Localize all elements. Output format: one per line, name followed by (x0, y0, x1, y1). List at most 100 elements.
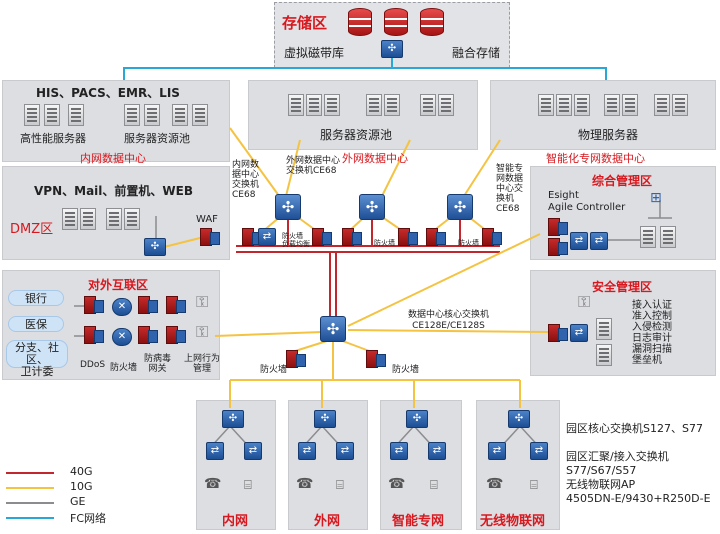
network-topology-icon: ⊞ (650, 190, 662, 206)
fw-lb-label: 防火墙 负载均衡 (282, 232, 310, 248)
legend-swatch-fc (6, 517, 54, 519)
server-icon (604, 94, 620, 116)
firewall-icon (398, 228, 418, 246)
server-icon (192, 104, 208, 126)
extranet-dc-switch-icon: ✣ (359, 194, 385, 220)
firewall-icon (482, 228, 502, 246)
extranet-pool-label: 服务器资源池 (320, 128, 393, 142)
campus-core-switch-icon: ✣ (314, 410, 336, 428)
core-firewall-left-label: 防火墙 (260, 365, 288, 375)
server-icon (80, 208, 96, 230)
smart-dc-title: 智能化专网数据中心 (546, 152, 645, 165)
legend-label: 40G (70, 465, 93, 478)
server-icon (288, 94, 304, 116)
waf-firewall-icon (200, 228, 220, 246)
firewall-icon (166, 326, 186, 344)
switch-icon: ⇄ (258, 228, 276, 246)
intranet-systems: HIS、PACS、EMR、LIS (36, 86, 180, 100)
server-icon (596, 344, 612, 366)
campus-core-note: 园区核心交换机S127、S77 (566, 422, 703, 435)
label-line: CE68 (232, 190, 256, 200)
server-icon (672, 94, 688, 116)
intranet-pool-label: 服务器资源池 (124, 132, 190, 145)
security-item: 入侵检测 (632, 322, 672, 333)
server-icon (622, 94, 638, 116)
security-items: 接入认证 准入控制 入侵检测 日志审计 漏洞扫描 堡垒机 (632, 300, 672, 366)
security-mgmt-zone (530, 270, 716, 376)
server-icon (68, 104, 84, 126)
dmz-services: VPN、Mail、前置机、WEB (34, 184, 193, 198)
server-icon (366, 94, 382, 116)
label-line: CE128E/CE128S (412, 321, 485, 331)
branch-cloud: 分支、社区、 卫计委 (6, 340, 68, 378)
label-line: 换机 (496, 194, 515, 204)
label-line: 防火墙 (282, 232, 303, 240)
firewall-icon (426, 228, 446, 246)
legend-label: FC网络 (70, 512, 107, 525)
campus-ap-icon: ⌸ (244, 478, 252, 493)
fw-label-b: 防火墙 (458, 239, 479, 247)
note-line: 4505DN-E/9430+R250D-E (566, 492, 711, 505)
server-icon (62, 208, 78, 230)
antivirus-label: 防病毒 网关 (144, 354, 171, 374)
storage-disk-icon (420, 8, 444, 36)
ddos-label: DDoS (80, 360, 106, 370)
label-line: 交换机CE68 (286, 166, 337, 176)
legend-label: GE (70, 495, 86, 508)
dmz-title: DMZ区 (10, 222, 54, 237)
switch-icon: ⇄ (590, 232, 608, 250)
legend-swatch-ge (6, 502, 54, 504)
server-icon (556, 94, 572, 116)
storage-zone-title: 存储区 (282, 14, 328, 32)
campus-agg-switch-icon: ⇄ (428, 442, 446, 460)
security-item: 接入认证 (632, 300, 672, 311)
campus-agg-switch-icon: ⇄ (488, 442, 506, 460)
security-mgmt-title: 安全管理区 (592, 280, 653, 294)
label-line: CE68 (496, 204, 520, 214)
router-icon: ✕ (112, 298, 132, 316)
storage-switch-icon: ✣ (381, 40, 403, 58)
extranet-dc-title: 外网数据中心 (342, 152, 408, 165)
campus-iot-title: 无线物联网 (480, 514, 546, 529)
firewall-icon (138, 296, 158, 314)
agile-controller-label: Agile Controller (548, 202, 626, 213)
core-firewall-right-label: 防火墙 (392, 365, 420, 375)
label-line: 负载均衡 (282, 240, 310, 248)
storage-disk-icon (384, 8, 408, 36)
hpc-server-label: 高性能服务器 (20, 132, 86, 145)
smart-core-switch-label: 智能专 网数据 中心交 换机 CE68 (496, 164, 523, 214)
campus-extranet-title: 外网 (314, 514, 341, 529)
label-line: 分支、社区、 (15, 341, 59, 366)
label-line: 智能专 (496, 164, 524, 174)
security-item: 堡垒机 (632, 355, 662, 366)
campus-user-icon: ☎ (296, 476, 314, 492)
firewall-icon (138, 326, 158, 344)
server-icon (144, 104, 160, 126)
label-line: 交换机 (232, 180, 260, 190)
server-icon (172, 104, 188, 126)
firewall-icon (166, 296, 186, 314)
behavior-mgmt-icon: ⚿ (196, 322, 209, 341)
server-icon (324, 94, 340, 116)
campus-agg-note: 园区汇聚/接入交换机 S77/S67/S57 无线物联网AP 4505DN-E/… (566, 450, 711, 506)
firewall-icon (548, 324, 568, 342)
switch-icon: ⇄ (570, 324, 588, 342)
external-zone-title: 对外互联区 (88, 278, 149, 292)
firewall-icon (548, 238, 568, 256)
behavior-mgmt-icon: ⚿ (196, 292, 209, 311)
firewall-icon (84, 296, 104, 314)
fusion-storage-label: 融合存储 (452, 46, 501, 60)
campus-agg-switch-icon: ⇄ (336, 442, 354, 460)
note-line: 园区汇聚/接入交换机 (566, 450, 669, 463)
core-firewall-right-icon (366, 350, 386, 368)
storage-disk-icon (348, 8, 372, 36)
label-line: 数据中心核心交换机 (408, 310, 490, 320)
server-icon (384, 94, 400, 116)
label-line: 管理 (193, 364, 212, 374)
legend-swatch-10g (6, 487, 54, 489)
security-item: 准入控制 (632, 311, 672, 322)
waf-label: WAF (196, 214, 218, 225)
campus-agg-switch-icon: ⇄ (244, 442, 262, 460)
campus-smart-title: 智能专网 (392, 514, 445, 529)
behavior-label: 上网行为 管理 (184, 354, 220, 374)
